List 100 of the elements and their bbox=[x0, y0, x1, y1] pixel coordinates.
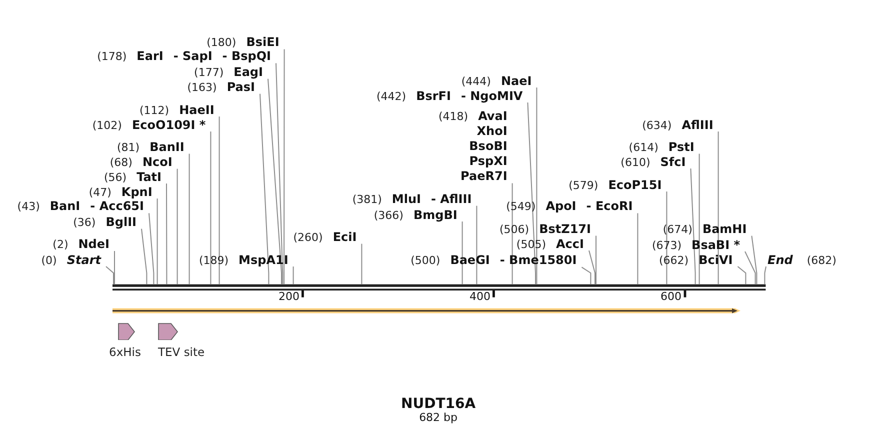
leader-line bbox=[148, 212, 154, 285]
tick-label: 400 bbox=[470, 290, 490, 304]
enzyme-name: PstI bbox=[668, 140, 694, 155]
leader-line bbox=[718, 131, 719, 285]
enzyme-name: - SapI bbox=[173, 49, 212, 64]
leader-line bbox=[260, 93, 270, 285]
leader-line bbox=[512, 182, 513, 285]
leader-line bbox=[751, 235, 758, 285]
enzyme-name: EciI bbox=[332, 230, 357, 245]
site-position: (178) bbox=[97, 49, 127, 64]
site-position: (418) bbox=[438, 109, 468, 124]
enzyme-name: BsaBI * bbox=[692, 238, 740, 252]
enzyme-name: BanII bbox=[150, 140, 184, 155]
site-position: (163) bbox=[187, 80, 217, 95]
enzyme-name: BciVI bbox=[698, 252, 733, 268]
leader-line bbox=[268, 78, 282, 285]
site-position: (381) bbox=[352, 192, 382, 207]
leader-line bbox=[361, 243, 362, 285]
site-position: (0) bbox=[41, 252, 57, 268]
enzyme-name: PasI bbox=[226, 80, 255, 95]
site-position: (180) bbox=[206, 35, 236, 50]
leader-line bbox=[188, 153, 190, 285]
enzyme-name: EcoO109I * bbox=[132, 118, 206, 132]
leader-line bbox=[476, 205, 478, 285]
site-position: (36) bbox=[73, 214, 96, 230]
enzyme-name: AflIII bbox=[682, 118, 714, 132]
enzyme-name: BsoBI bbox=[469, 139, 508, 154]
site-position: (366) bbox=[374, 208, 404, 222]
sequence-end-label: Start bbox=[66, 252, 101, 268]
leader-line bbox=[744, 251, 756, 285]
site-position: (177) bbox=[194, 64, 224, 80]
site-position: (112) bbox=[140, 102, 170, 118]
site-position: (47) bbox=[88, 184, 112, 200]
leader-line bbox=[666, 191, 668, 285]
enzyme-name: ApoI bbox=[546, 199, 576, 214]
enzyme-name: - AflIII bbox=[430, 192, 472, 207]
leader-line bbox=[106, 266, 114, 285]
site-position: (505) bbox=[516, 236, 546, 252]
leader-line bbox=[276, 62, 284, 285]
enzyme-name: HaeII bbox=[179, 102, 214, 118]
enzyme-name: MluI bbox=[392, 192, 421, 207]
enzyme-name: NaeI bbox=[500, 74, 532, 88]
site-position: (579) bbox=[568, 178, 598, 192]
leader-line bbox=[737, 266, 746, 285]
leader-line bbox=[527, 102, 536, 285]
site-position: (2) bbox=[52, 237, 68, 252]
enzyme-name: NdeI bbox=[78, 237, 110, 252]
site-position: (260) bbox=[293, 230, 323, 245]
map-title: NUDT16A bbox=[401, 394, 476, 412]
leader-line bbox=[210, 131, 212, 285]
site-position: (673) bbox=[652, 238, 682, 252]
sequence-length: 682 bp bbox=[419, 410, 458, 425]
enzyme-name: BaeGI bbox=[450, 253, 490, 268]
leader-line bbox=[637, 212, 638, 285]
leader-line bbox=[292, 266, 294, 285]
tick-label: 200 bbox=[278, 290, 300, 304]
leader-line bbox=[284, 48, 285, 285]
leader-line bbox=[588, 250, 596, 285]
feature-label: TEV site bbox=[158, 345, 205, 360]
sequence-end-label: End bbox=[768, 252, 793, 268]
enzyme-name: MspA1I bbox=[238, 252, 288, 268]
site-position: (81) bbox=[117, 140, 140, 155]
leader-line bbox=[114, 250, 115, 285]
enzyme-name: - NgoMIV bbox=[460, 88, 523, 104]
feature-label: 6xHis bbox=[109, 345, 141, 360]
enzyme-name: NcoI bbox=[142, 154, 172, 170]
tick-label: 600 bbox=[660, 290, 682, 304]
enzyme-name: - EcoRI bbox=[586, 199, 633, 214]
site-position: (56) bbox=[104, 170, 127, 184]
enzyme-name: BamHI bbox=[702, 222, 747, 237]
leader-line bbox=[581, 266, 592, 285]
leader-line bbox=[536, 87, 538, 285]
site-position: (662) bbox=[658, 252, 689, 268]
site-position: (68) bbox=[110, 154, 132, 170]
leader-line bbox=[764, 266, 766, 285]
dna-line bbox=[112, 284, 766, 290]
leader-line bbox=[156, 198, 158, 285]
site-position: (610) bbox=[620, 154, 650, 170]
site-position: (634) bbox=[642, 118, 672, 132]
enzyme-name: SfcI bbox=[660, 154, 686, 170]
site-position: (444) bbox=[461, 74, 491, 88]
site-position: (43) bbox=[17, 199, 40, 214]
enzyme-name: - Acc65I bbox=[90, 199, 144, 214]
site-position: (674) bbox=[662, 222, 692, 237]
site-position: (682) bbox=[806, 252, 836, 268]
enzyme-name: PspXI bbox=[469, 154, 508, 170]
enzyme-name: EcoP15I bbox=[608, 178, 662, 192]
enzyme-name: BsrFI bbox=[416, 88, 451, 104]
enzyme-name: PaeR7I bbox=[460, 169, 508, 184]
leader-line bbox=[698, 153, 700, 285]
site-position: (614) bbox=[628, 140, 658, 155]
enzyme-name: BglII bbox=[106, 214, 136, 230]
enzyme-name: AvaI bbox=[478, 109, 508, 124]
enzyme-name: BstZ17I bbox=[539, 222, 591, 237]
enzyme-name: - BspQI bbox=[222, 49, 271, 64]
enzyme-name: AccI bbox=[556, 236, 584, 252]
leader-line bbox=[141, 228, 148, 285]
leader-line bbox=[176, 168, 178, 285]
enzyme-name: XhoI bbox=[476, 124, 508, 140]
leader-line bbox=[166, 183, 168, 285]
